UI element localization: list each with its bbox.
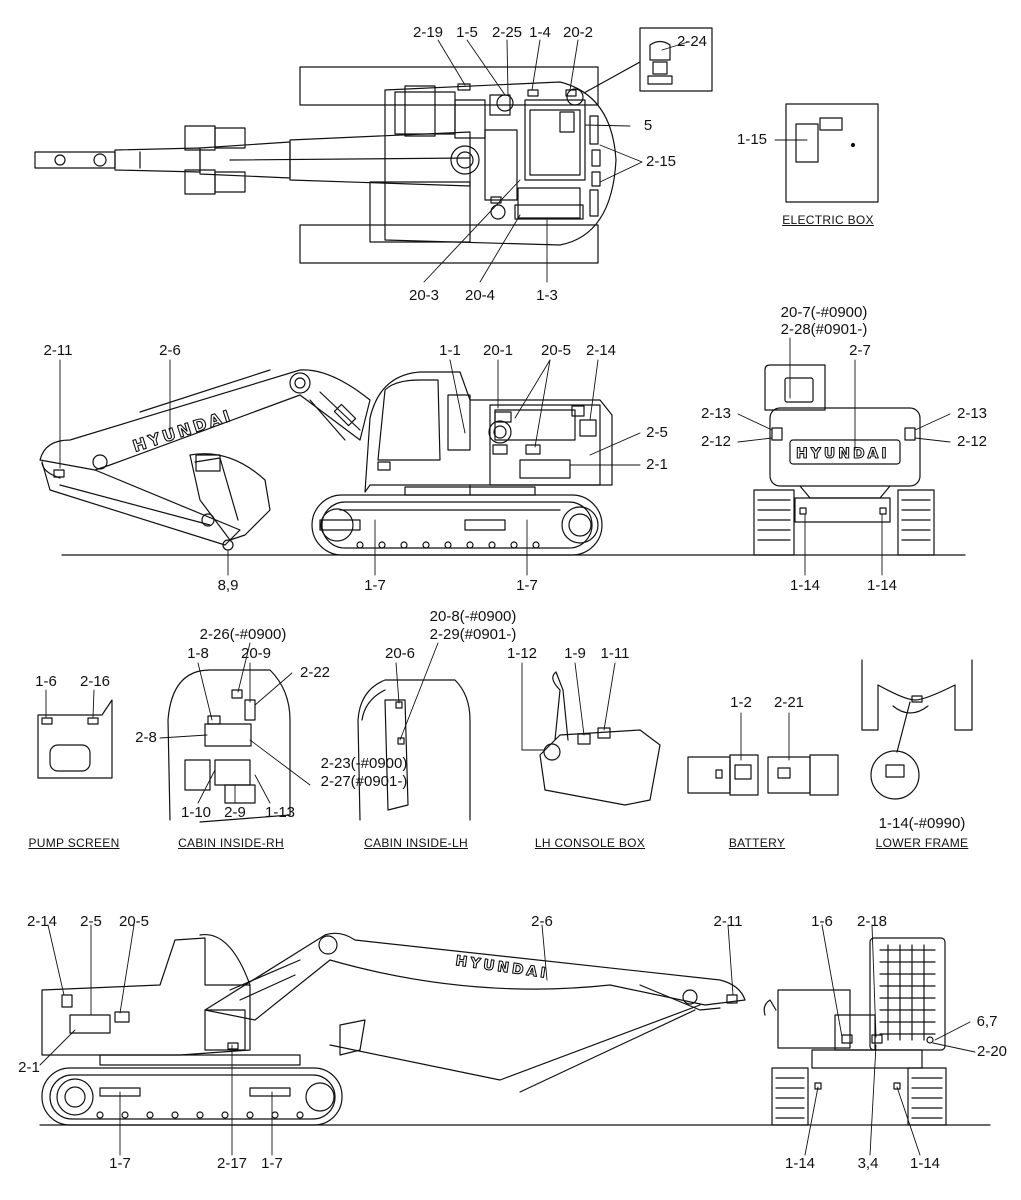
callout-2-13-right: 2-13: [956, 405, 988, 422]
callout-1-7-right-a: 1-7: [109, 1155, 131, 1172]
right-side-view-excavator: HYUNDAI: [39, 932, 991, 1126]
callout-1-15: 1-15: [736, 131, 768, 148]
callout-1-7-right-b: 1-7: [261, 1155, 283, 1172]
callout-2-23: 2-23(-#0900): [320, 755, 408, 772]
callout-20-1: 20-1: [482, 342, 514, 359]
callout-20-7: 20-7(-#0900): [780, 304, 868, 321]
callout-2-1-right: 2-1: [18, 1059, 40, 1076]
callout-20-3: 20-3: [408, 287, 440, 304]
callout-2-25: 2-25: [491, 24, 523, 41]
callout-2-18: 2-18: [856, 913, 888, 930]
callout-2-29: 2-29(#0901-): [429, 626, 517, 643]
callout-1-5: 1-5: [456, 24, 478, 41]
callout-1-6-front: 1-6: [811, 913, 833, 930]
cabin-inside-lh-drawing: [357, 679, 471, 821]
callout-1-7-left-a: 1-7: [364, 577, 386, 594]
callout-2-26: 2-26(-#0900): [199, 626, 287, 643]
caption-pump-screen: PUMP SCREEN: [28, 836, 120, 850]
counterweight-brand-decal: HYUNDAI: [796, 446, 890, 462]
front-view-excavator: [763, 937, 947, 1126]
callout-1-7-left-b: 1-7: [516, 577, 538, 594]
callout-1-3: 1-3: [536, 287, 558, 304]
callout-2-27: 2-27(#0901-): [320, 773, 408, 790]
callout-1-2: 1-2: [730, 694, 752, 711]
callout-5: 5: [643, 117, 653, 134]
callout-1-12: 1-12: [506, 645, 538, 662]
caption-lower-frame: LOWER FRAME: [875, 836, 969, 850]
boom-brand-decal: HYUNDAI: [130, 406, 235, 456]
callout-1-8: 1-8: [187, 645, 209, 662]
callout-1-9: 1-9: [564, 645, 586, 662]
callout-2-1: 2-1: [646, 456, 668, 473]
callout-2-5: 2-5: [646, 424, 668, 441]
caption-cabin-inside-rh: CABIN INSIDE-RH: [178, 836, 284, 850]
caption-cabin-inside-lh: CABIN INSIDE-LH: [364, 836, 468, 850]
callout-20-9: 20-9: [240, 645, 272, 662]
left-side-view-excavator: HYUNDAI: [39, 369, 966, 556]
callout-8-9: 8,9: [217, 577, 239, 594]
callout-1-6-pump: 1-6: [35, 673, 57, 690]
pump-screen-drawing: [37, 699, 113, 779]
callout-2-15: 2-15: [645, 153, 677, 170]
callout-1-11: 1-11: [600, 645, 630, 662]
callout-2-24: 2-24: [676, 33, 708, 50]
boom-brand-decal-right: HYUNDAI: [454, 953, 549, 982]
callout-1-14-rear-a: 1-14: [789, 577, 821, 594]
callout-2-5-right: 2-5: [80, 913, 102, 930]
callout-2-22: 2-22: [299, 664, 331, 681]
callout-20-5: 20-5: [540, 342, 572, 359]
callout-1-14-rear-b: 1-14: [866, 577, 898, 594]
callout-1-14-front-b: 1-14: [909, 1155, 941, 1172]
callout-1-1: 1-1: [439, 342, 461, 359]
callout-2-12-left: 2-12: [700, 433, 732, 450]
callout-2-21: 2-21: [773, 694, 805, 711]
callout-2-6: 2-6: [159, 342, 181, 359]
callout-2-7: 2-7: [849, 342, 871, 359]
callout-2-9: 2-9: [224, 804, 246, 821]
callout-1-14-lower-frame: 1-14(-#0990): [878, 815, 966, 832]
callout-20-2: 20-2: [562, 24, 594, 41]
caption-battery: BATTERY: [728, 836, 786, 850]
callout-2-11-right: 2-11: [713, 913, 743, 930]
callout-6-7: 6,7: [976, 1013, 998, 1030]
callout-20-8: 20-8(-#0900): [429, 608, 517, 625]
callout-1-10: 1-10: [180, 804, 212, 821]
callout-1-14-front-a: 1-14: [784, 1155, 816, 1172]
callout-2-20: 2-20: [976, 1043, 1008, 1060]
callout-2-14-right: 2-14: [26, 913, 58, 930]
callout-20-4: 20-4: [464, 287, 496, 304]
callout-2-13-left: 2-13: [700, 405, 732, 422]
callout-20-5-right: 20-5: [118, 913, 150, 930]
callout-2-12-right: 2-12: [956, 433, 988, 450]
callout-2-14: 2-14: [585, 342, 617, 359]
leader-lines: [39, 39, 976, 1156]
callout-3-4: 3,4: [857, 1155, 879, 1172]
callout-2-8: 2-8: [135, 729, 157, 746]
callout-2-28: 2-28(#0901-): [780, 321, 868, 338]
callout-1-13: 1-13: [264, 804, 296, 821]
callout-2-6-right: 2-6: [531, 913, 553, 930]
callout-2-16: 2-16: [79, 673, 111, 690]
lower-frame-drawing: [861, 659, 973, 800]
caption-lh-console-box: LH CONSOLE BOX: [534, 836, 646, 850]
cabin-inside-rh-drawing: [167, 669, 291, 823]
lh-console-box-drawing: [539, 671, 661, 806]
callout-2-17: 2-17: [216, 1155, 248, 1172]
rear-view-excavator: HYUNDAI: [753, 364, 935, 556]
callout-1-4: 1-4: [529, 24, 551, 41]
battery-drawing: [687, 754, 839, 796]
caption-electric-box: ELECTRIC BOX: [782, 213, 874, 227]
callout-20-6: 20-6: [384, 645, 416, 662]
callout-2-19: 2-19: [412, 24, 444, 41]
callout-2-11: 2-11: [43, 342, 73, 359]
